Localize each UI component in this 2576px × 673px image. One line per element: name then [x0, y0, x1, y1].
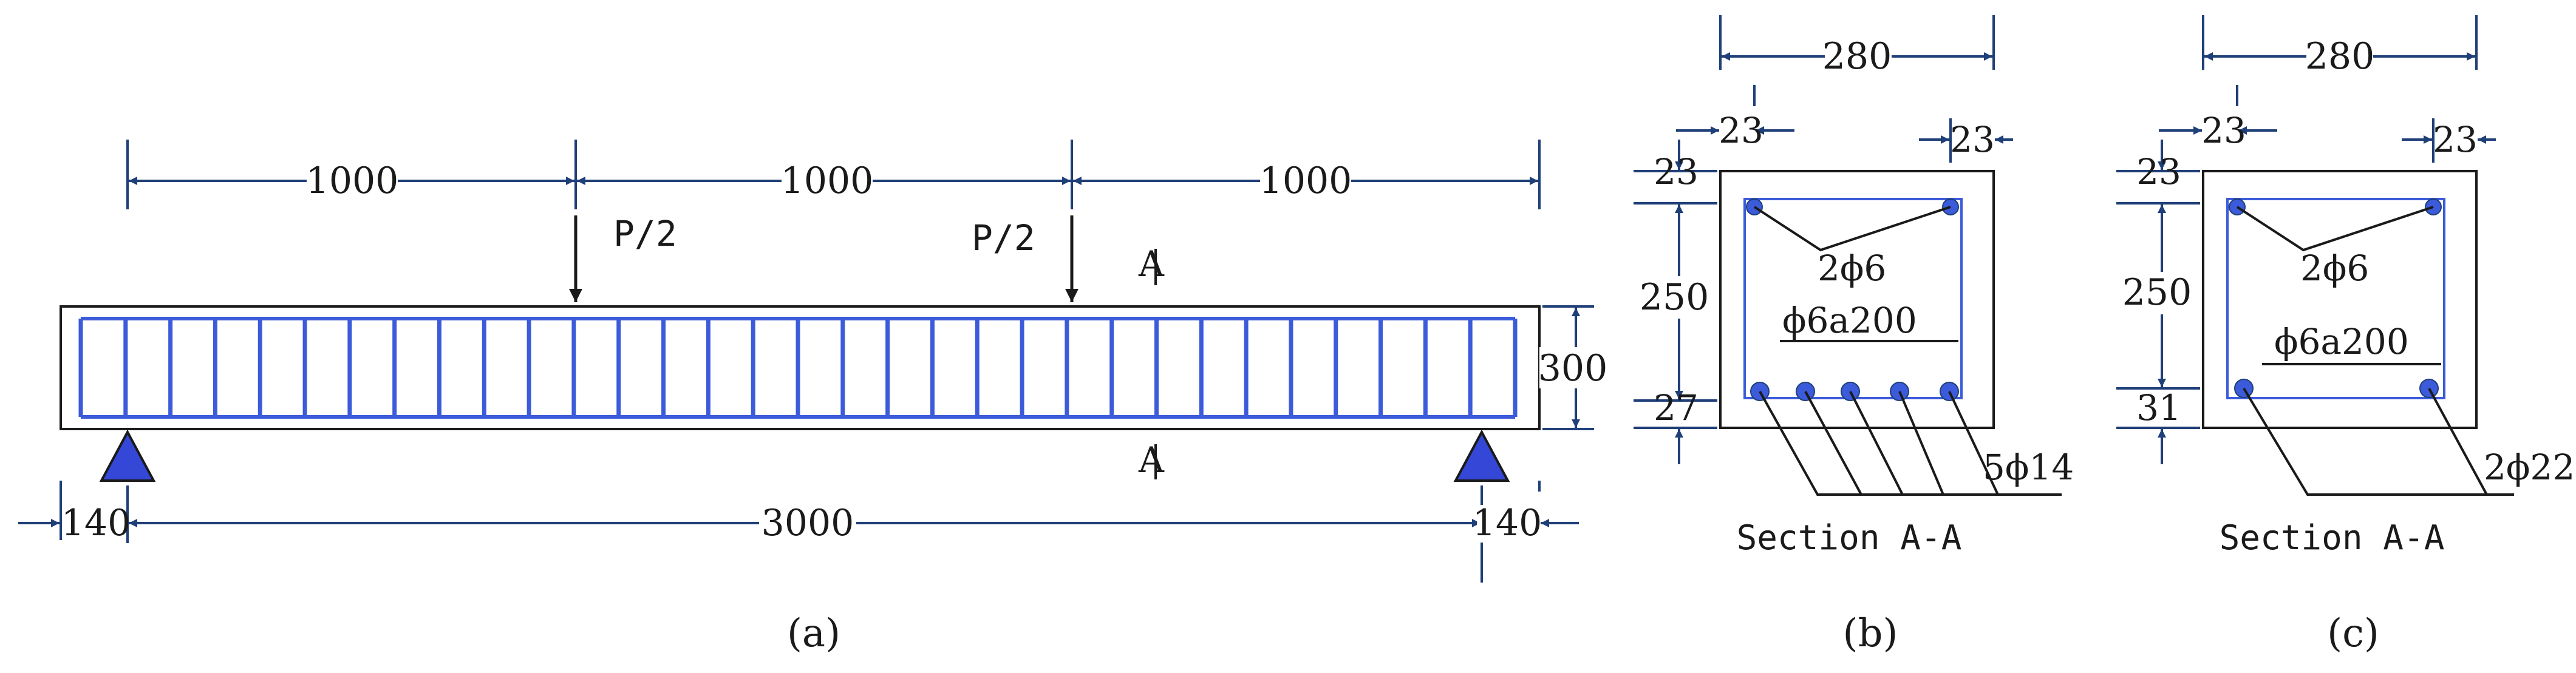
b-stirrup	[1743, 198, 1963, 399]
caption-a: (a)	[787, 611, 840, 656]
b-bottom-bars-label: 5ϕ14	[1983, 447, 2074, 488]
b-stirrup-label: ϕ6a200	[1782, 300, 1917, 341]
support-right	[1453, 429, 1510, 482]
stirrup-group	[78, 319, 1518, 417]
load-arrows	[569, 215, 1078, 302]
load-label-left: P/2	[613, 213, 677, 254]
c-rebar-group	[2229, 198, 2442, 398]
c-width-dimension: 280	[2305, 35, 2375, 78]
section-mark-top: A	[1138, 243, 1165, 285]
b-depth-dimension: 250	[1640, 276, 1709, 319]
c-section-outline	[2202, 170, 2478, 429]
b-section-title: Section A-A	[1737, 518, 1962, 558]
b-width-dimension: 280	[1822, 35, 1892, 78]
beam-elevation: 1000 1000 1000 P/2 P/2 A A 300	[18, 140, 1607, 656]
b-cover-top: 23	[1654, 151, 1699, 192]
section-b: 280 23 23 23 250 27	[1634, 15, 2074, 656]
b-cover-right: 23	[1950, 119, 1995, 160]
c-cover-left: 23	[2201, 110, 2246, 151]
c-stirrup-label: ϕ6a200	[2274, 321, 2409, 362]
span-dimension-total: 3000	[762, 502, 854, 544]
overhang-left-dimension: 140	[61, 502, 131, 544]
caption-b: (b)	[1843, 611, 1898, 656]
load-label-right: P/2	[972, 217, 1035, 259]
span-dimension-1: 1000	[306, 160, 399, 202]
b-cover-left: 23	[1719, 110, 1763, 151]
span-dimension-3: 1000	[1259, 160, 1352, 202]
c-stirrup	[2226, 198, 2445, 399]
caption-c: (c)	[2327, 611, 2379, 656]
c-cover-top: 23	[2136, 151, 2181, 192]
c-bottom-bars-label: 2ϕ22	[2484, 447, 2575, 488]
beam-height-dimension: 300	[1538, 347, 1608, 390]
c-section-title: Section A-A	[2220, 518, 2445, 558]
b-top-bars-label: 2ϕ6	[1818, 248, 1886, 289]
c-cover-right: 23	[2433, 119, 2478, 160]
b-cover-bottom: 27	[1654, 387, 1699, 428]
section-c: 280 23 23 23 250 31 2ϕ6 ϕ6a200	[2116, 15, 2575, 656]
overhang-right-dimension: 140	[1473, 502, 1542, 544]
span-dimension-2: 1000	[781, 160, 874, 202]
section-mark-bottom: A	[1138, 439, 1165, 481]
c-depth-dimension: 250	[2122, 271, 2192, 314]
support-left	[99, 429, 156, 482]
c-cover-bottom: 31	[2136, 387, 2181, 428]
b-section-outline	[1719, 170, 1995, 429]
c-top-bars-label: 2ϕ6	[2300, 248, 2369, 289]
